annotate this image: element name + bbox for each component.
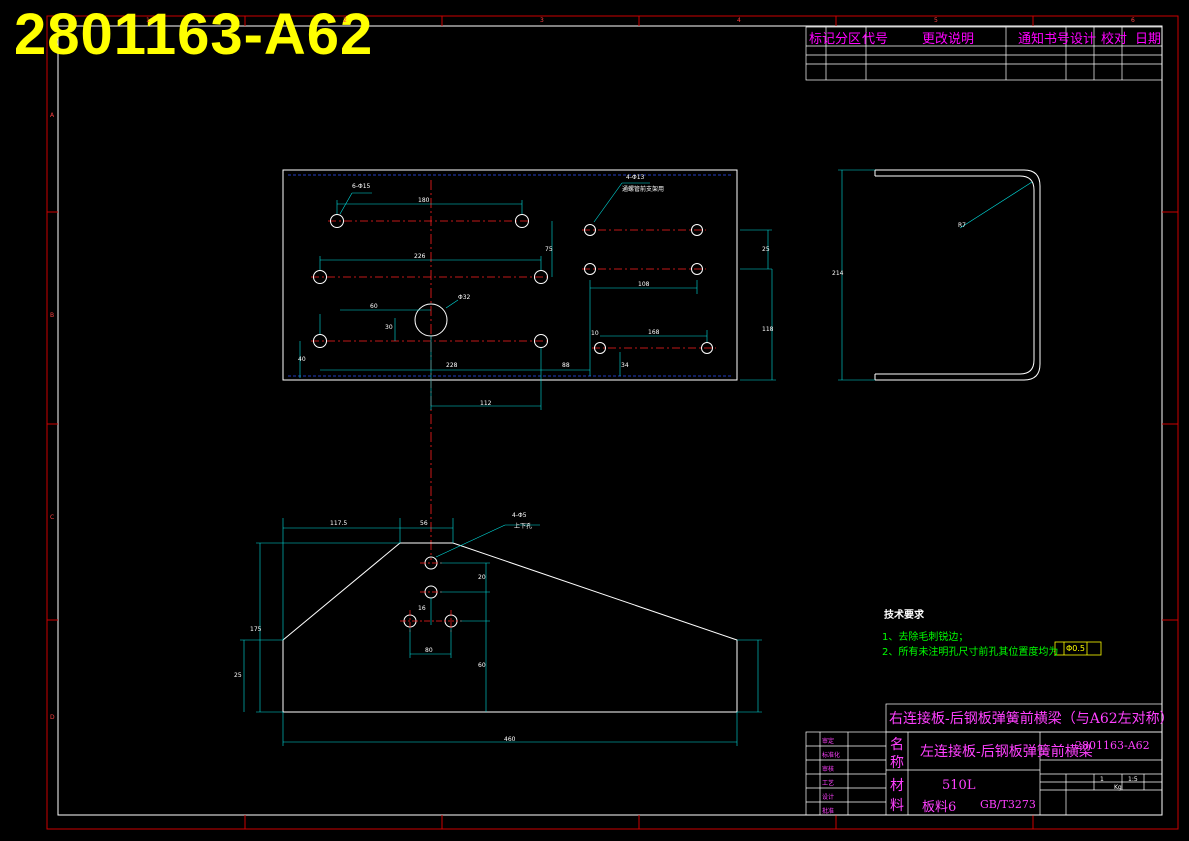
revision-block-grid — [805, 26, 1163, 81]
material-spec: 510L — [942, 778, 976, 793]
drawing-ref: 2801163-A62 — [1075, 739, 1150, 752]
dim-117-5: 117.5 — [330, 520, 348, 527]
grid-col-3: 3 — [540, 17, 544, 24]
dim-16: 16 — [418, 605, 426, 612]
outer-frame — [46, 15, 1179, 830]
grid-row-c: C — [50, 514, 55, 521]
tech-req-item-2: 2、所有未注明孔尺寸前孔其位置度均为 — [882, 647, 1059, 658]
dim-226: 226 — [414, 253, 426, 260]
unit: Kg — [1114, 784, 1122, 791]
inner-frame — [57, 25, 1163, 816]
label-name-1: 名 — [890, 737, 904, 753]
grid-row-d: D — [50, 714, 55, 721]
dim-180: 180 — [418, 197, 430, 204]
rev-header-mark: 标记 — [809, 32, 836, 47]
dim-112: 112 — [480, 400, 492, 407]
part-name: 左连接板-后钢板弹簧前横梁 — [920, 744, 1093, 760]
top-view-outline — [282, 169, 738, 381]
dim-56: 56 — [420, 520, 428, 527]
dim-228: 228 — [446, 362, 458, 369]
rev-header-zone: 分区 — [835, 32, 862, 47]
label-material-1: 材 — [890, 778, 904, 794]
callout-6-holes: 6-Φ15 — [352, 183, 371, 190]
side-view — [838, 169, 1041, 381]
part-name-mirror: 右连接板-后钢板弹簧前横梁（与A62左对称） — [889, 711, 1174, 727]
grid-col-1: 1 — [146, 17, 150, 24]
dim-30: 30 — [385, 324, 393, 331]
material-form: 板料6 — [922, 800, 957, 815]
callout-note: 通螺管前支架用 — [622, 186, 665, 193]
dim-20: 20 — [478, 574, 486, 581]
grid-col-5: 5 — [934, 17, 938, 24]
scale: 1:5 — [1128, 776, 1138, 783]
grid-col-4: 4 — [737, 17, 741, 24]
dim-175: 175 — [250, 626, 262, 633]
sheet: 1 — [1100, 776, 1104, 783]
side-label-2: 标准化 — [822, 752, 841, 759]
title-block-grid — [805, 703, 1163, 816]
dim-460: 460 — [504, 736, 516, 743]
callout-4-small-holes: 4-Φ5 — [512, 512, 527, 519]
dim-108: 108 — [638, 281, 650, 288]
dim-34: 34 — [621, 362, 629, 369]
dim-168: 168 — [648, 329, 660, 336]
callout-center-hole: Φ32 — [458, 294, 471, 301]
plate-outline — [282, 542, 738, 713]
dim-40: 40 — [298, 356, 306, 363]
dim-80: 80 — [425, 647, 433, 654]
side-label-3: 审核 — [822, 766, 835, 773]
rev-header-change: 更改说明 — [922, 32, 975, 47]
dim-88: 88 — [562, 362, 570, 369]
rev-header-notice: 通知书号 — [1018, 32, 1071, 47]
dim-75: 75 — [545, 246, 553, 253]
rev-header-check: 校对 — [1101, 32, 1128, 47]
grid-row-a: A — [50, 112, 55, 119]
side-label-6: 批准 — [822, 808, 835, 815]
tolerance-value: Φ0.5 — [1066, 644, 1086, 653]
label-name-2: 称 — [890, 755, 904, 771]
rev-header-date: 日期 — [1135, 32, 1162, 47]
bottom-view — [240, 518, 762, 746]
rev-header-design: 设计 — [1070, 32, 1097, 47]
top-view — [282, 169, 776, 560]
dim-118: 118 — [762, 326, 774, 333]
dim-10: 10 — [591, 330, 599, 337]
grid-row-b: B — [50, 312, 55, 319]
dim-60: 60 — [370, 303, 378, 310]
side-label-1: 审定 — [822, 738, 835, 745]
dim-25-bottom: 25 — [234, 672, 242, 679]
material-standard: GB/T3273 — [980, 798, 1036, 811]
dim-214: 214 — [832, 270, 844, 277]
grid-col-2: 2 — [343, 17, 347, 24]
side-label-5: 设计 — [822, 794, 835, 801]
side-label-4: 工艺 — [822, 780, 835, 787]
grid-col-6: 6 — [1131, 17, 1135, 24]
tech-req-item-1: 1、去除毛刺锐边； — [882, 632, 969, 643]
label-material-2: 料 — [890, 798, 904, 814]
rev-header-code: 代号 — [862, 32, 889, 47]
callout-upper-lower: 上下孔 — [514, 523, 533, 530]
tech-req-title: 技术要求 — [884, 610, 924, 621]
dim-r7: R7 — [958, 222, 966, 229]
dim-60-bottom: 60 — [478, 662, 486, 669]
drawing-number: 2801163-A62 — [14, 2, 374, 67]
dim-25: 25 — [762, 246, 770, 253]
callout-4-holes: 4-Φ13 — [626, 174, 645, 181]
